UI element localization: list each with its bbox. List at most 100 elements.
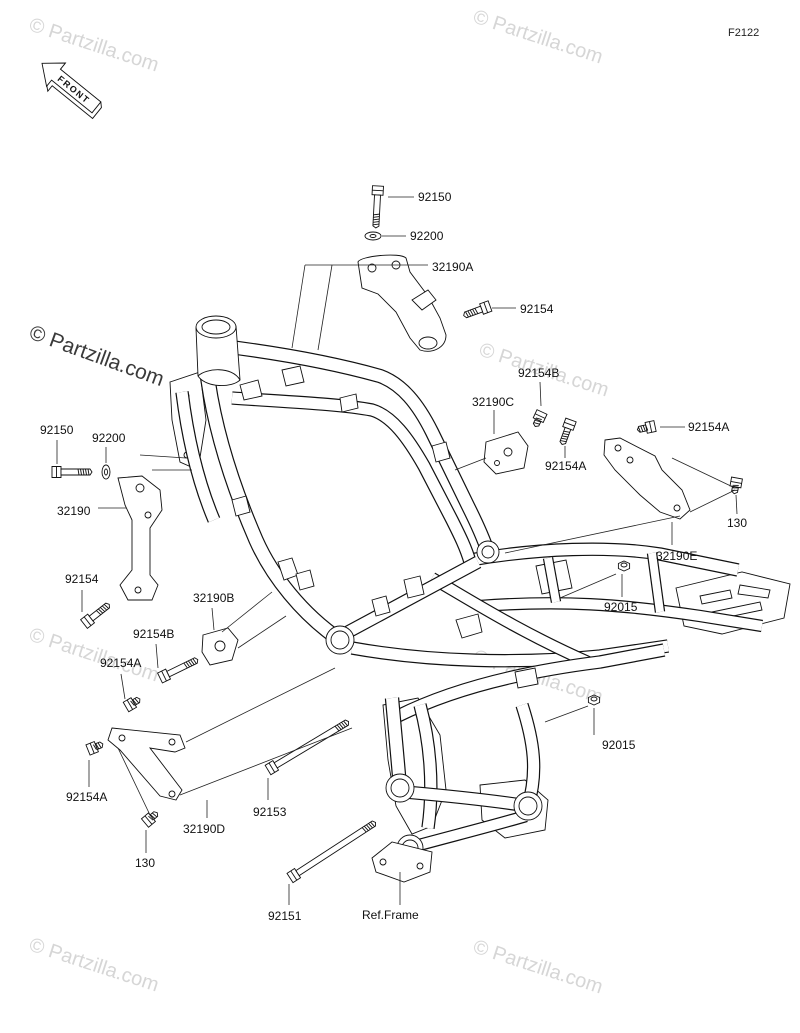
callout-92154a-right[interactable]: 92154A [688, 420, 729, 434]
callout-92154b-left[interactable]: 92154B [133, 627, 174, 641]
bolt-92150-left-shaft [60, 468, 93, 476]
bracket-32190d-hole [168, 790, 176, 798]
frame-tab [295, 569, 315, 591]
leader-92154b-mid [539, 381, 542, 407]
rear-subframe-lower [479, 598, 763, 631]
bolt-92154a-lower-left-thread [92, 744, 97, 751]
ref-line-32190c [454, 457, 487, 471]
bolt-92150-top-shaft [372, 194, 381, 229]
ref-line-32190b [221, 591, 273, 633]
callout-92015-lower[interactable]: 92015 [602, 738, 636, 752]
bolt-92151 [286, 820, 376, 884]
bolt-92154-upper-thread [472, 308, 476, 315]
callout-92015-upper[interactable]: 92015 [604, 600, 638, 614]
bolt-92154-left-thread [98, 608, 104, 614]
bolt-92151-shaft [295, 820, 376, 877]
bolt-130-bottom-head-edge [144, 815, 153, 825]
bolt-130-right-thread [732, 487, 739, 489]
callout-92151[interactable]: 92151 [268, 909, 302, 923]
bolt-92153-thread [343, 720, 348, 726]
bolt-130-right-head-edge [730, 481, 742, 484]
rear-cross-1 [544, 557, 560, 603]
leader-92154b-left [155, 643, 159, 669]
bracket-32190c-hole [494, 460, 500, 466]
callout-92154a-left[interactable]: 92154A [100, 656, 141, 670]
diagram-code: F2122 [728, 27, 759, 39]
ref-line-32190e [671, 457, 736, 489]
tube-end-spar-bore [481, 545, 495, 559]
callout-92154-left[interactable]: 92154 [65, 572, 99, 586]
bolt-130-bottom-thread [150, 814, 156, 819]
callout-32190d[interactable]: 32190D [183, 822, 225, 836]
callout-130-bottom[interactable]: 130 [135, 856, 155, 870]
bolt-92154b-mid [532, 409, 548, 427]
callout-92200-top[interactable]: 92200 [410, 229, 444, 243]
bolt-92150-left-thread [80, 468, 82, 476]
callout-92154a-mid[interactable]: 92154A [545, 459, 586, 473]
bolt-92154a-right-thread [645, 424, 649, 431]
bolt-92154-left-thread [99, 607, 106, 612]
callouts: 92150 92200 32190A 92154 92154B 32190C 9… [40, 190, 747, 923]
bolt-92154a-mid-thread [561, 435, 569, 438]
callout-92154-upper[interactable]: 92154 [520, 302, 554, 316]
bolt-130-bottom [140, 811, 159, 828]
bolt-92151-head-edge [290, 870, 298, 881]
bolt-92154a-right-thread [642, 425, 646, 432]
frame-tab [514, 667, 539, 689]
bolt-92154-upper-thread [467, 310, 472, 317]
bracket-32190e-hole [614, 444, 622, 452]
callout-92154a-lower-left[interactable]: 92154A [66, 790, 107, 804]
bolt-92154a-lower-left-thread [95, 743, 100, 750]
leader-92154a-left [120, 673, 126, 700]
bolt-92154a-right [636, 420, 657, 434]
washer-92200-top-hole [369, 234, 377, 238]
frame-bottom-bracket [371, 841, 433, 883]
frame-bottom-bracket-hole [416, 862, 424, 870]
front-arrow: FRONT [41, 62, 102, 120]
bolt-92154-left-thread [103, 604, 110, 609]
washer-92200-left-hole [104, 468, 108, 476]
watermark-text: © Partzilla.com [26, 934, 161, 997]
nuts [587, 560, 631, 706]
lower-diag [429, 573, 591, 667]
callout-92200-left[interactable]: 92200 [92, 431, 126, 445]
callout-92154b-mid[interactable]: 92154B [518, 366, 559, 380]
bolt-92154a-left-thread [130, 700, 135, 706]
bolt-92154a-left-head-edge [126, 699, 134, 710]
ref-line-32190e [504, 515, 681, 554]
bolt-92154b-left-thread [190, 659, 195, 665]
callout-92150-top[interactable]: 92150 [418, 190, 452, 204]
ref-line-32190d-130 [117, 747, 151, 816]
bracket-32190c-hole [503, 447, 513, 457]
bolt-92153-thread [338, 723, 344, 729]
bolt-92154a-mid-thread [563, 430, 570, 433]
callout-92150-left[interactable]: 92150 [40, 423, 74, 437]
bolt-92154-left-shaft [88, 602, 110, 622]
bracket-32190e [603, 437, 691, 520]
nut-92015-lower [587, 694, 601, 706]
bolt-92154a-lower-left-thread [97, 742, 102, 749]
callout-92153[interactable]: 92153 [253, 805, 287, 819]
callout-32190[interactable]: 32190 [57, 504, 91, 518]
frame-tubes [175, 338, 763, 854]
callout-32190c[interactable]: 32190C [472, 395, 514, 409]
ref-line-32190d [179, 727, 353, 796]
callout-32190b[interactable]: 32190B [193, 591, 234, 605]
frame-tab [403, 575, 425, 599]
ref-line-32190a [317, 264, 333, 351]
frame-tab [455, 613, 483, 639]
bolt-92150-top [371, 185, 384, 229]
callout-32190e[interactable]: 32190E [656, 549, 697, 563]
bolt-92150-top-thread [373, 221, 380, 223]
bracket-32190a-boss [418, 336, 438, 350]
leader-32190b [211, 607, 215, 631]
reference-frame-label: Ref.Frame [362, 908, 419, 922]
bracket-32190a-tab [411, 289, 437, 311]
callout-32190a[interactable]: 32190A [432, 260, 473, 274]
callout-130-right[interactable]: 130 [727, 516, 747, 530]
bolt-92154a-lower-left-head-edge [89, 743, 95, 754]
bolt-130-bottom-thread [151, 812, 158, 818]
rear-subframe-upper [469, 543, 740, 576]
bracket-32190e-body [603, 437, 691, 520]
